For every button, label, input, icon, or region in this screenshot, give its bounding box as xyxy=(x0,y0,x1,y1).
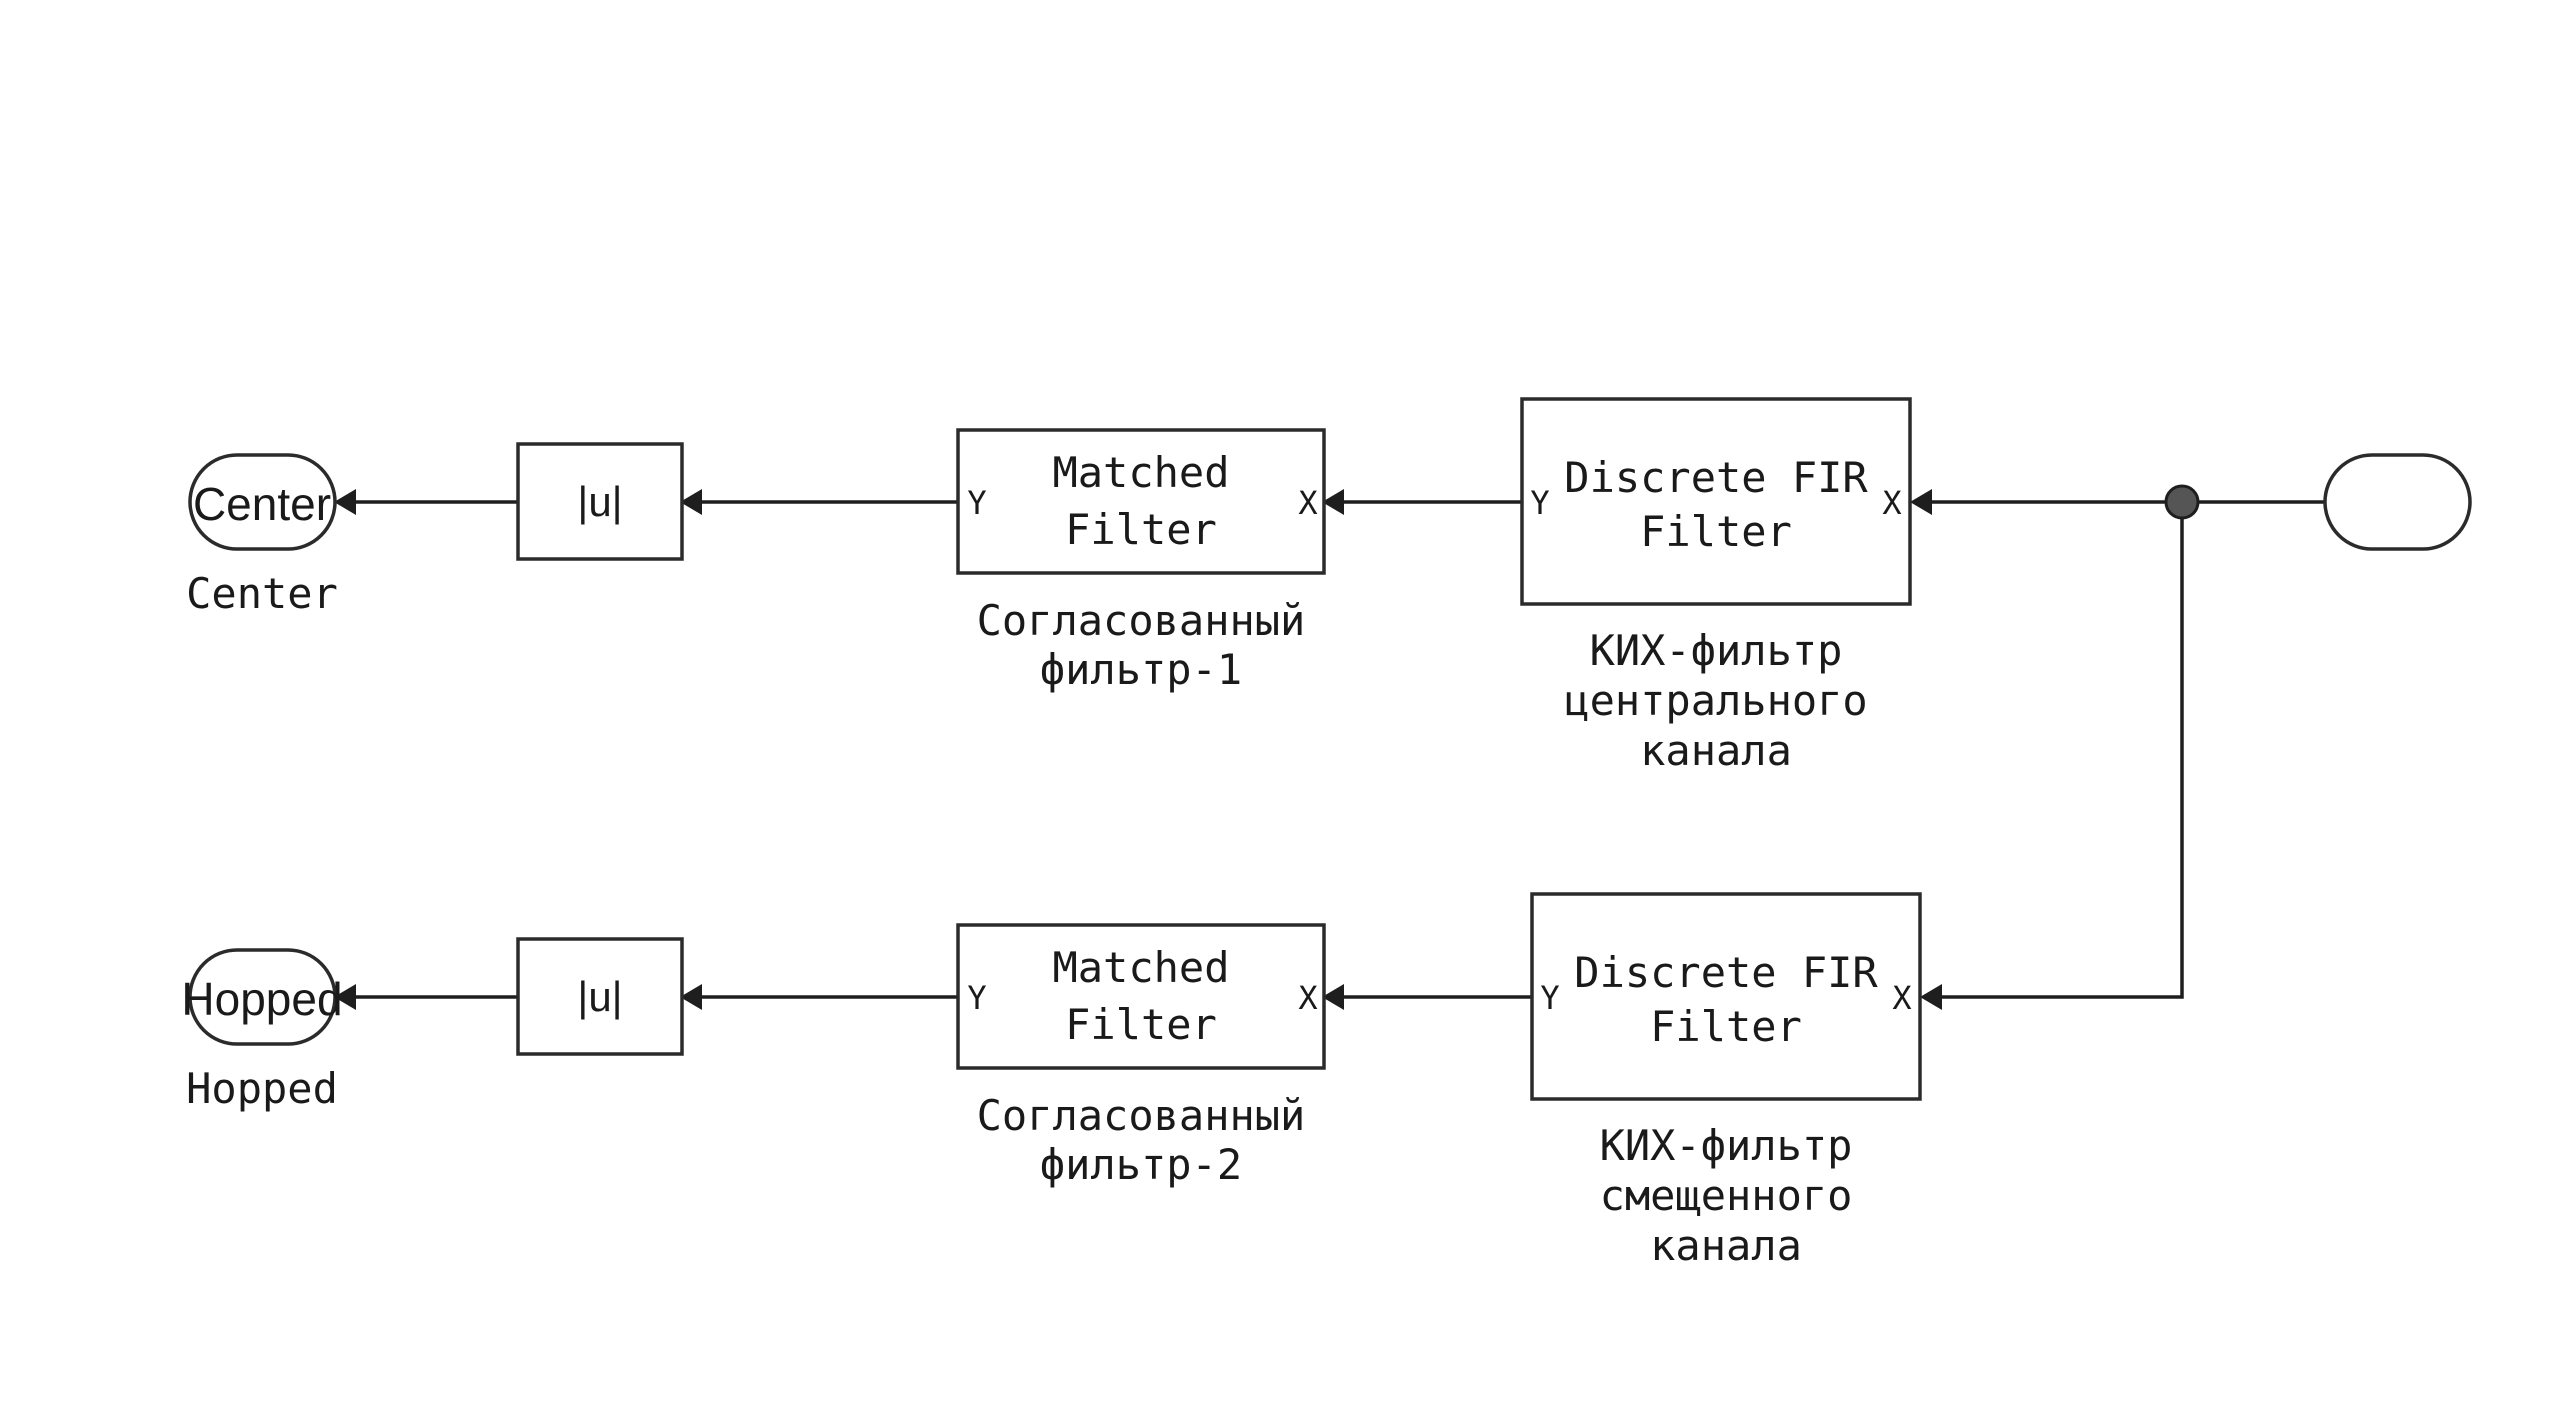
center-terminal-caption: Center xyxy=(186,569,338,618)
matched-2-port-in: X xyxy=(1298,979,1317,1017)
svg-text:Согласованный: Согласованный xyxy=(977,1091,1306,1140)
fir-hopped-title-line2: Filter xyxy=(1650,1002,1802,1051)
svg-text:КИХ-фильтр: КИХ-фильтр xyxy=(1600,1121,1853,1170)
matched-1-title-line1: Matched xyxy=(1052,448,1229,497)
arrowhead xyxy=(334,489,356,515)
abs-1-label: |u| xyxy=(577,478,622,525)
matched-1-port-out: Y xyxy=(967,484,986,522)
arrowhead xyxy=(334,984,356,1010)
svg-text:КИХ-фильтр: КИХ-фильтр xyxy=(1590,626,1843,675)
matched-2-title-line2: Filter xyxy=(1065,1000,1217,1049)
svg-text:канала: канала xyxy=(1640,726,1792,775)
arrowhead xyxy=(1322,489,1344,515)
svg-text:канала: канала xyxy=(1650,1221,1802,1270)
hopped-terminal-caption: Hopped xyxy=(186,1064,338,1113)
svg-text:фильтр-2: фильтр-2 xyxy=(1040,1140,1242,1189)
abs-2-label: |u| xyxy=(577,973,622,1020)
matched-1-title-line2: Filter xyxy=(1065,505,1217,554)
abs-1-block[interactable]: |u| xyxy=(516,442,684,561)
fir-center-caption: КИХ-фильтр центрального канала xyxy=(1564,626,1867,775)
matched-2-caption: Согласованный фильтр-2 xyxy=(977,1091,1306,1189)
branch-point xyxy=(2164,484,2200,520)
svg-text:Согласованный: Согласованный xyxy=(977,596,1306,645)
fir-center-port-in: X xyxy=(1882,484,1901,522)
fir-center-title-line1: Discrete FIR xyxy=(1564,453,1868,502)
svg-text:фильтр-1: фильтр-1 xyxy=(1040,645,1242,694)
fir-center-port-out: Y xyxy=(1530,484,1549,522)
matched-1-caption: Согласованный фильтр-1 xyxy=(977,596,1306,694)
matched-1-port-in: X xyxy=(1298,484,1317,522)
center-terminal-text: Center xyxy=(193,478,331,530)
fir-hopped-port-out: Y xyxy=(1540,979,1559,1017)
matched-2-port-out: Y xyxy=(967,979,986,1017)
wire-branch-to-fir-hopped xyxy=(1932,502,2184,999)
arrowheads xyxy=(334,489,1942,1010)
fir-hopped-port-in: X xyxy=(1892,979,1911,1017)
arrowhead xyxy=(1322,984,1344,1010)
hopped-terminal-block[interactable]: Hopped xyxy=(181,948,343,1046)
abs-2-block[interactable]: |u| xyxy=(516,937,684,1056)
fir-filter-hopped-block[interactable]: Discrete FIR Filter Y X xyxy=(1530,892,1922,1101)
svg-text:центрального: центрального xyxy=(1564,676,1867,725)
svg-text:смещенного: смещенного xyxy=(1600,1171,1853,1220)
fir-filter-center-block[interactable]: Discrete FIR Filter Y X xyxy=(1520,397,1912,606)
matched-filter-1-block[interactable]: Matched Filter Y X xyxy=(956,428,1326,575)
matched-2-title-line1: Matched xyxy=(1052,943,1229,992)
fir-hopped-title-line1: Discrete FIR xyxy=(1574,948,1878,997)
source-port-block[interactable] xyxy=(2323,453,2472,551)
center-terminal-block[interactable]: Center xyxy=(188,453,337,551)
arrowhead xyxy=(1910,489,1932,515)
matched-filter-2-block[interactable]: Matched Filter Y X xyxy=(956,923,1326,1070)
fir-center-title-line2: Filter xyxy=(1640,507,1792,556)
hopped-terminal-text: Hopped xyxy=(181,973,342,1025)
signal-wires xyxy=(352,500,2325,999)
arrowhead xyxy=(680,984,702,1010)
arrowhead xyxy=(680,489,702,515)
arrowhead xyxy=(1920,984,1942,1010)
fir-hopped-caption: КИХ-фильтр смещенного канала xyxy=(1600,1121,1853,1270)
